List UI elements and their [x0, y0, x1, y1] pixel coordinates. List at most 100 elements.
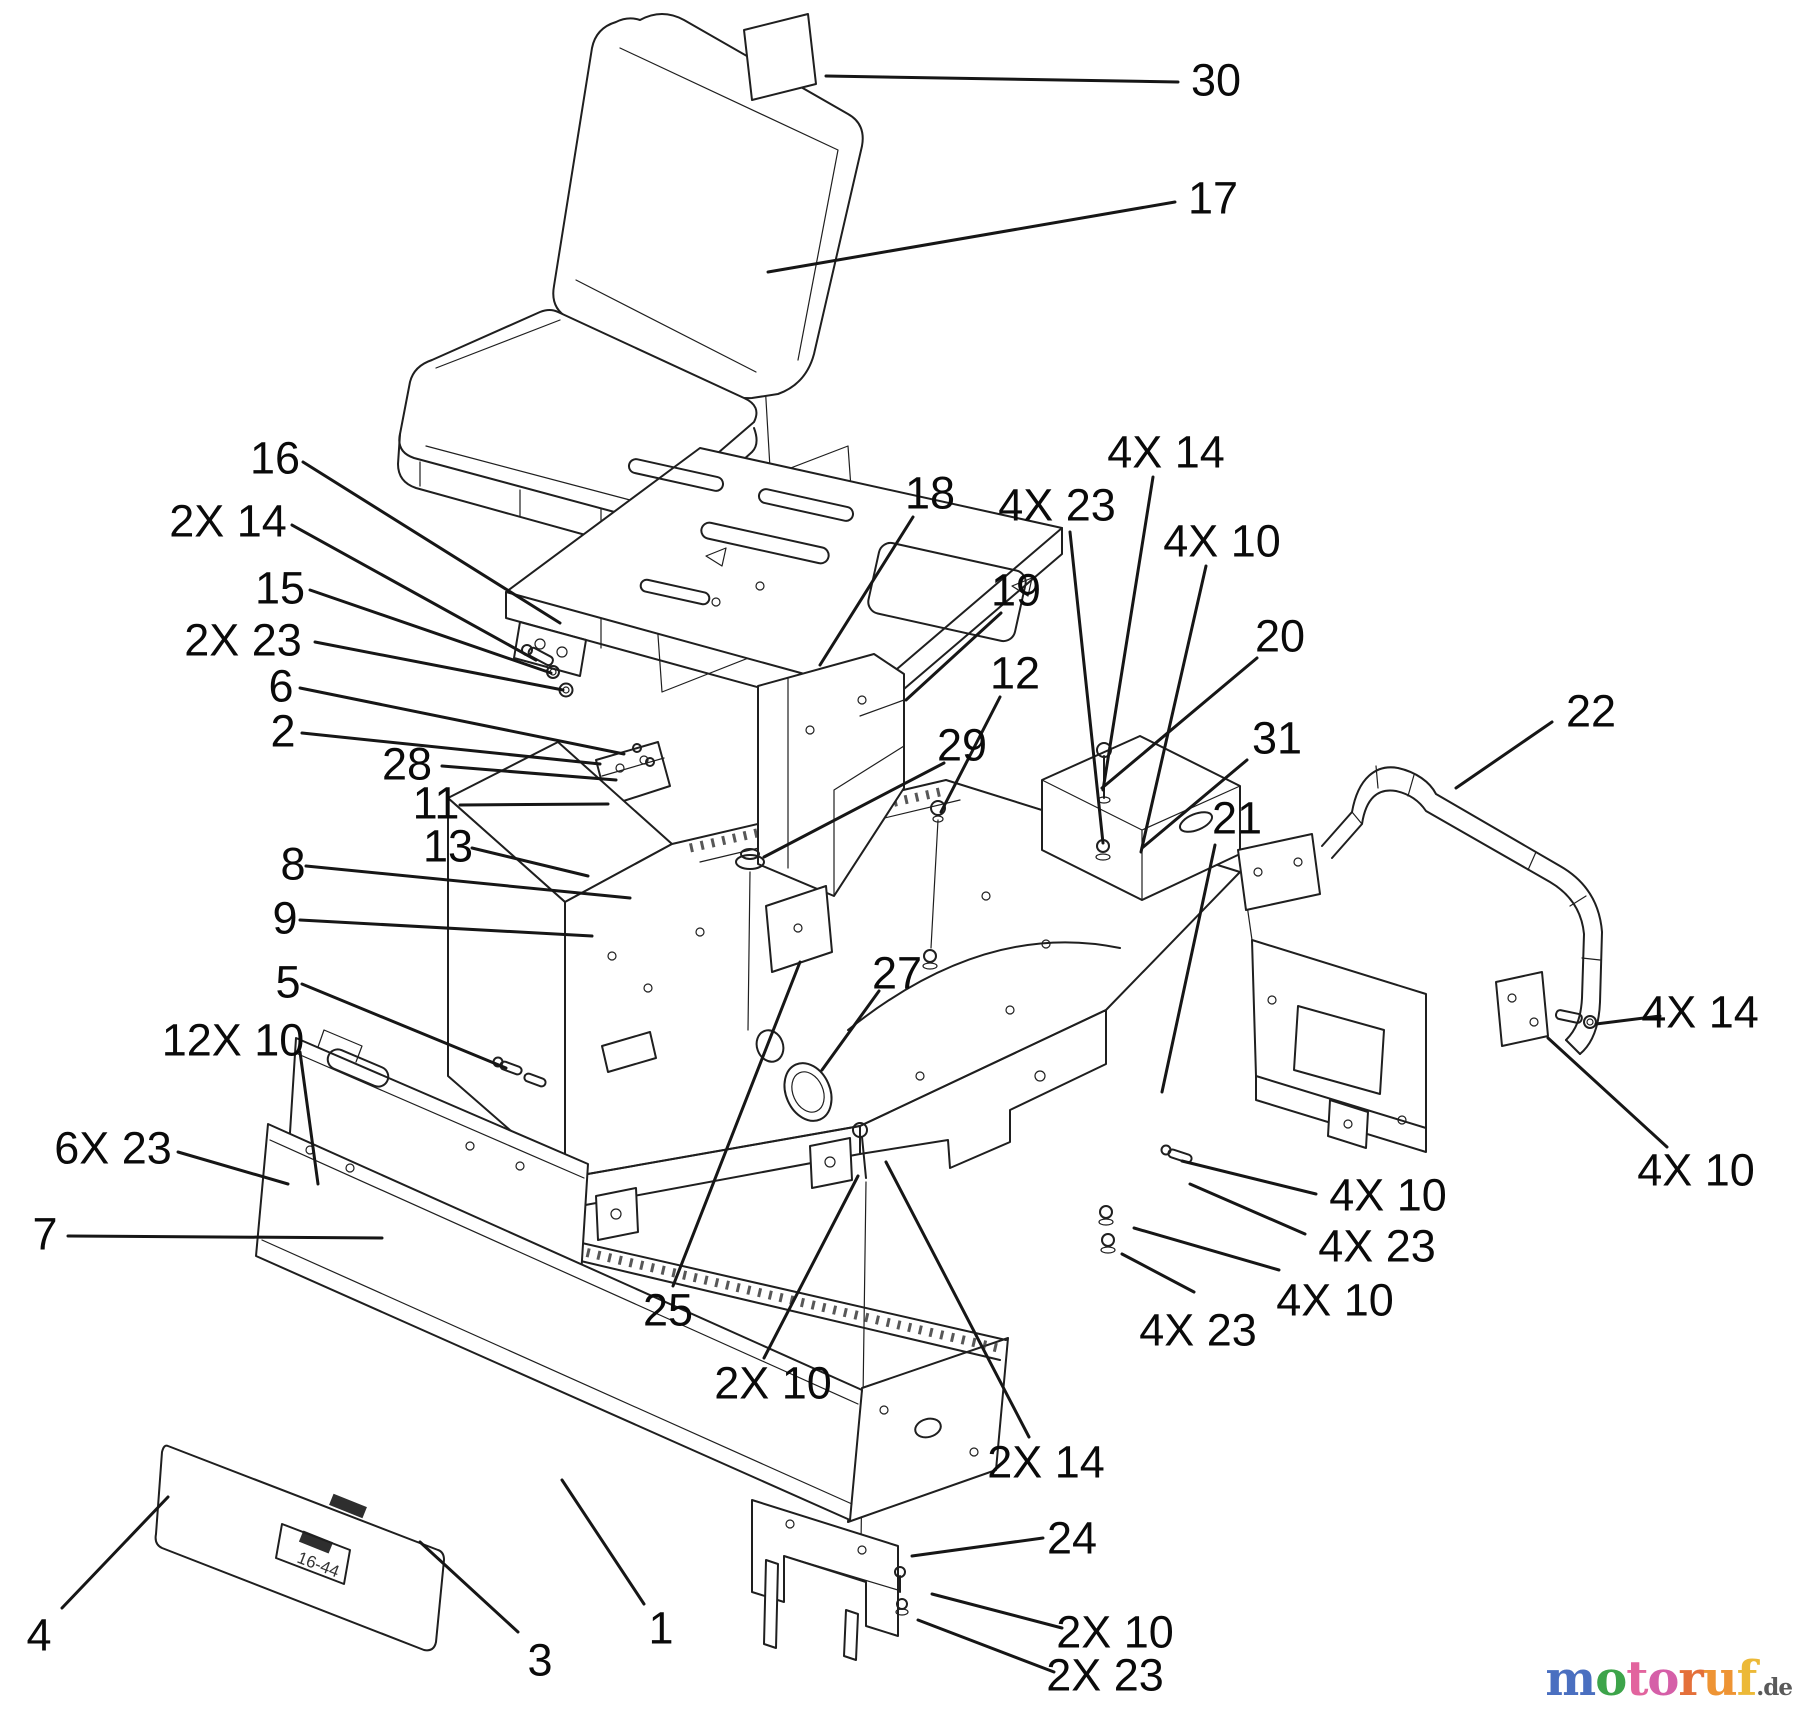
- callout-label-co-4x10-c2: 4X 10: [1276, 1275, 1394, 1326]
- watermark-letter: m: [1545, 1651, 1596, 1707]
- callout-label-co-30: 30: [1191, 55, 1241, 106]
- callout-label-co-25: 25: [643, 1285, 693, 1336]
- motoruf-logo-letters: motoruf: [1545, 1651, 1757, 1707]
- watermark-letter: u: [1702, 1651, 1738, 1707]
- callout-label-co-19: 19: [991, 565, 1041, 616]
- callout-label-co-11: 11: [413, 778, 460, 829]
- leader-line-co-13: [470, 846, 590, 878]
- leader-line-co-12: [939, 695, 1002, 814]
- leader-line-co-4x14-t: [1101, 475, 1155, 792]
- leader-line-co-2x23-a: [313, 640, 565, 692]
- callout-label-co-1: 1: [648, 1603, 673, 1654]
- leader-line-co-4x10-t: [1139, 564, 1208, 854]
- callout-label-co-4x14-t: 4X 14: [1107, 427, 1225, 478]
- leader-line-co-4x10-c2: [1132, 1226, 1281, 1272]
- callout-label-co-2x14-a: 2X 14: [169, 496, 287, 547]
- callout-label-co-28: 28: [382, 739, 432, 790]
- callout-label-co-31: 31: [1252, 713, 1302, 764]
- callout-label-co-2x23-a: 2X 23: [184, 615, 302, 666]
- callout-label-co-2x10-c: 2X 10: [714, 1358, 832, 1409]
- callout-label-co-4x14-r: 4X 14: [1641, 987, 1759, 1038]
- leader-line-co-2: [300, 731, 602, 766]
- callout-label-co-6: 6: [268, 661, 293, 712]
- callout-label-co-29: 29: [937, 720, 987, 771]
- callout-label-co-4x10-c1: 4X 10: [1329, 1170, 1447, 1221]
- leader-line-co-2x14-a: [290, 523, 538, 662]
- frame-fasteners: [284, 800, 1193, 1545]
- leader-line-co-16: [301, 460, 562, 625]
- callout-label-co-3: 3: [527, 1635, 552, 1686]
- leader-line-co-1: [560, 1478, 646, 1606]
- leader-line-co-4x10-r: [1546, 1036, 1669, 1149]
- leader-line-co-20: [1100, 656, 1259, 790]
- leader-line-co-27: [820, 989, 881, 1072]
- watermark-letter: t: [1626, 1651, 1648, 1707]
- side-bracket-21: [1239, 855, 1427, 1153]
- leader-line-co-22: [1454, 720, 1554, 790]
- callout-label-co-12: 12: [990, 648, 1040, 699]
- leader-line-co-2x10-b: [930, 1592, 1064, 1630]
- leader-line-co-30: [824, 74, 1180, 84]
- callout-label-co-15: 15: [255, 563, 305, 614]
- callout-label-co-21: 21: [1212, 793, 1262, 844]
- callout-label-co-4: 4: [26, 1610, 51, 1661]
- callout-label-co-13: 13: [423, 821, 473, 872]
- callout-label-co-4x10-r: 4X 10: [1637, 1145, 1755, 1196]
- watermark-letter: o: [1595, 1651, 1627, 1707]
- warning-tag: [743, 13, 817, 101]
- callout-label-co-7: 7: [32, 1209, 57, 1260]
- leader-line-co-31: [1140, 758, 1249, 850]
- leader-line-co-19: [904, 611, 1003, 702]
- seat: [397, 13, 864, 547]
- leader-line-co-6x23: [176, 1150, 290, 1186]
- callout-label-co-8: 8: [280, 839, 305, 890]
- callout-label-co-12x10: 12X 10: [162, 1015, 305, 1066]
- leader-line-co-2x23-b: [916, 1618, 1056, 1674]
- callout-label-co-6x23: 6X 23: [54, 1123, 172, 1174]
- callout-label-co-22: 22: [1566, 686, 1616, 737]
- callout-label-co-2x14-b: 2X 14: [987, 1437, 1105, 1488]
- leader-line-co-24: [910, 1536, 1045, 1558]
- leader-line-co-6: [298, 686, 626, 756]
- callout-label-co-2x10-b: 2X 10: [1056, 1607, 1174, 1658]
- leader-line-co-18: [818, 515, 915, 667]
- decal-panel: 16-44: [154, 1444, 445, 1652]
- watermark-letter: r: [1678, 1651, 1703, 1707]
- leader-line-co-21: [1160, 843, 1217, 1094]
- callout-label-co-24: 24: [1047, 1513, 1097, 1564]
- callout-label-co-2: 2: [270, 706, 295, 757]
- leader-line-co-15: [308, 588, 553, 675]
- callout-label-co-2x23-b: 2X 23: [1046, 1650, 1164, 1701]
- callout-label-co-16: 16: [250, 433, 300, 484]
- leader-line-co-3: [418, 1540, 520, 1634]
- leader-line-co-4x23-c1: [1188, 1182, 1307, 1236]
- seat-mounting-plate: [505, 447, 1063, 719]
- leader-line-co-4x23-t: [1068, 530, 1105, 845]
- leader-line-co-8: [304, 864, 632, 900]
- leader-line-co-12x10: [298, 1050, 320, 1186]
- grab-bar: [1237, 765, 1603, 1055]
- leader-line-co-7: [66, 1234, 384, 1240]
- leader-line-co-4x23-c2: [1120, 1252, 1196, 1294]
- watermark-letter: o: [1647, 1651, 1679, 1707]
- center-support-bracket: [757, 653, 905, 973]
- frame-weldment: [447, 741, 1241, 1241]
- leader-line-co-25: [671, 960, 802, 1288]
- motoruf-domain-suffix: .de: [1756, 1674, 1793, 1701]
- callout-label-co-20: 20: [1255, 611, 1305, 662]
- callout-label-co-4x23-c2: 4X 23: [1139, 1305, 1257, 1356]
- callout-label-co-4x23-t: 4X 23: [998, 480, 1116, 531]
- leader-line-co-4x14-r: [1594, 1014, 1662, 1026]
- leader-line-co-29: [762, 761, 946, 859]
- leader-line-co-17: [766, 200, 1177, 274]
- callout-label-co-27: 27: [872, 948, 922, 999]
- lower-front-panel: [255, 1123, 863, 1521]
- callout-label-co-4x23-c1: 4X 23: [1318, 1221, 1436, 1272]
- leader-line-co-9: [298, 918, 594, 938]
- leader-line-co-2x14-b: [884, 1160, 1031, 1439]
- leader-line-co-11: [458, 802, 610, 807]
- leader-line-co-28: [440, 764, 618, 782]
- leader-line-co-4x10-c1: [1180, 1159, 1318, 1196]
